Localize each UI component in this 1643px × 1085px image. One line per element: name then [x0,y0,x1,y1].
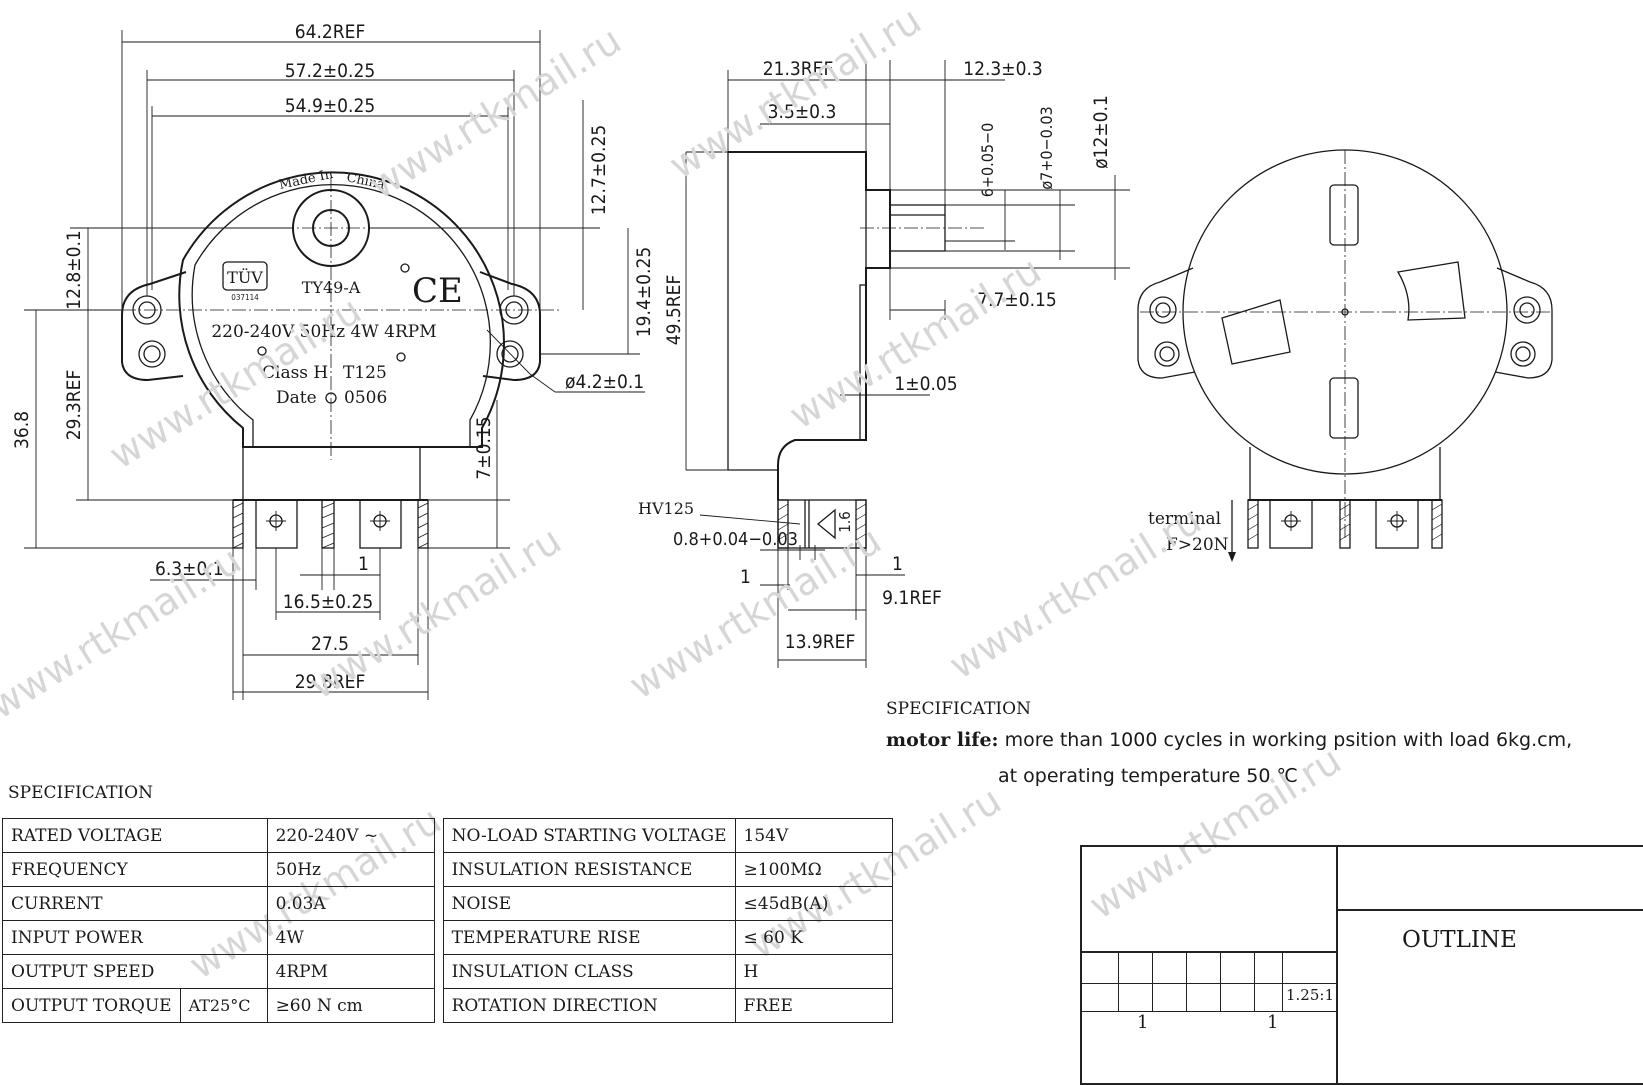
spec-value: 4W [266,920,435,955]
dim-side-gap-2: 1 [892,553,903,575]
terminal-label: terminal [1148,509,1221,529]
table-row: OUTPUT SPEED 4RPM INSULATION CLASS H [2,954,893,989]
spec-value: 154V [734,818,893,853]
dim-plate-thickness: 1±0.05 [894,373,957,395]
front-view: TÜV 037114 CE Made In China TY49-A 220-2… [11,21,655,700]
motor-life-temp: at operating temperature 50 ℃ [998,765,1298,787]
dim-side-gap: 1 [740,566,751,588]
spec-value: ≥60 N cm [266,988,435,1023]
date-value: 0506 [344,388,387,408]
table-row: INPUT POWER 4W TEMPERATURE RISE ≤ 60 K [2,920,893,955]
dim-terminal-total: 29.8REF [295,671,366,693]
side-view: 21.3REF 12.3±0.3 3.5±0.3 6+0.05−0 ø7+0−0… [638,58,1130,668]
spec-value: H [734,954,893,989]
model-label: TY49-A [302,278,361,297]
rating-label: 220-240V 50Hz 4W 4RPM [211,322,436,342]
spec-condition: AT25°C [179,988,268,1023]
spec-value: FREE [734,988,893,1023]
dim-terminal-gap: 1 [358,553,369,575]
dim-height-a: 36.8 [11,411,33,449]
spec-key: OUTPUT SPEED [2,954,268,989]
dim-hole-vertical: 19.4±0.25 [633,247,655,337]
date-label: Date [276,388,317,408]
watermark: www.rtkmail.ru [781,248,1048,438]
spec-key: NO-LOAD STARTING VOLTAGE [442,818,736,853]
tuv-mark: TÜV [227,267,263,287]
watermark: www.rtkmail.ru [661,0,928,188]
tuv-number: 037114 [231,293,259,302]
dim-terminal-span: 27.5 [311,633,349,655]
dim-terminal-width: 6.3±0.1 [155,558,224,580]
spec-value: 4RPM [266,954,435,989]
table-row: FREQUENCY 50Hz INSULATION RESISTANCE ≥10… [2,852,893,887]
temp-class-label: T125 [343,363,387,383]
dim-shaft-diameter: ø7+0−0.03 [1037,106,1056,189]
dim-terminal-len: 1.6 [836,511,854,532]
dim-hole-pitch: 57.2±0.25 [285,60,375,82]
spec-key: INPUT POWER [2,920,268,955]
dim-boss-diameter: ø12±0.1 [1090,95,1112,169]
dim-terminal-total-side: 13.9REF [785,631,856,653]
spec-value: 220-240V ~ [266,818,435,853]
spec-value: 50Hz [266,852,435,887]
spec-key: CURRENT [2,886,268,921]
table-row: OUTPUT TORQUE AT25°C ≥60 N cm ROTATION D… [2,988,893,1023]
spec-key: OUTPUT TORQUE [2,988,181,1023]
dim-boss-length: 3.5±0.3 [768,101,837,123]
sheet-total: 1 [1267,1012,1279,1033]
dim-hole-offset: 12.8±0.1 [63,230,85,310]
dim-terminal-pitch: 16.5±0.25 [283,591,373,613]
dim-shaft-to-hole: 12.7±0.25 [588,125,610,215]
dim-shaft-flat-length: 7.7±0.15 [977,289,1057,311]
terminal-force: F>20N [1166,535,1229,555]
spec-key: FREQUENCY [2,852,268,887]
dim-body-height: 49.5REF [663,275,685,346]
spec-key: TEMPERATURE RISE [442,920,736,955]
motor-life-label: motor life: [886,729,999,751]
spec-table: RATED VOLTAGE 220-240V ~ NO-LOAD STARTIN… [2,818,893,1023]
watermark: www.rtkmail.ru [0,538,249,728]
spec-heading: SPECIFICATION [8,783,153,803]
spec-value: ≤ 60 K [734,920,893,955]
motor-life-text: more than 1000 cycles in working psition… [998,729,1573,751]
spec-key: INSULATION RESISTANCE [442,852,736,887]
spec-value: ≥100MΩ [734,852,893,887]
drawing-title: OUTLINE [1402,927,1517,953]
spec-key: ROTATION DIRECTION [442,988,736,1023]
dim-inner-width: 54.9±0.25 [285,95,375,117]
spec-key: NOISE [442,886,736,921]
dim-hole-diameter: ø4.2±0.1 [565,371,644,393]
watermark: www.rtkmail.ru [941,498,1208,688]
sheet-number: 1 [1137,1012,1149,1033]
class-label: Class H [262,363,328,383]
dim-terminal-depth: 9.1REF [882,587,942,609]
dim-shaft-flat: 6+0.05−0 [978,123,997,197]
table-row: RATED VOLTAGE 220-240V ~ NO-LOAD STARTIN… [2,818,893,853]
ce-mark: CE [412,271,463,311]
rear-view: terminal F>20N [1137,149,1553,562]
dim-terminal-height: 7±0.15 [473,416,495,479]
dim-overall-width: 64.2REF [295,21,366,43]
table-row: CURRENT 0.03A NOISE ≤45dB(A) [2,886,893,921]
motor-life-line: motor life: more than 1000 cycles in wor… [886,729,1572,751]
made-in-label: Made In [278,167,335,193]
drawing-scale: 1.25:1 [1286,986,1334,1004]
spec-key: INSULATION CLASS [442,954,736,989]
spec-value: ≤45dB(A) [734,886,893,921]
spec-heading-right: SPECIFICATION [886,699,1031,719]
title-block: OUTLINE 1.25:1 1 1 [1080,845,1643,1085]
dim-height-b: 29.3REF [63,370,85,441]
spec-key: RATED VOLTAGE [2,818,268,853]
spec-value: 0.03A [266,886,435,921]
hv-label: HV125 [638,499,694,518]
dim-terminal-thickness: 0.8+0.04−0.03 [673,529,798,550]
dim-body-depth: 21.3REF [763,58,834,80]
dim-shaft-length: 12.3±0.3 [963,58,1043,80]
